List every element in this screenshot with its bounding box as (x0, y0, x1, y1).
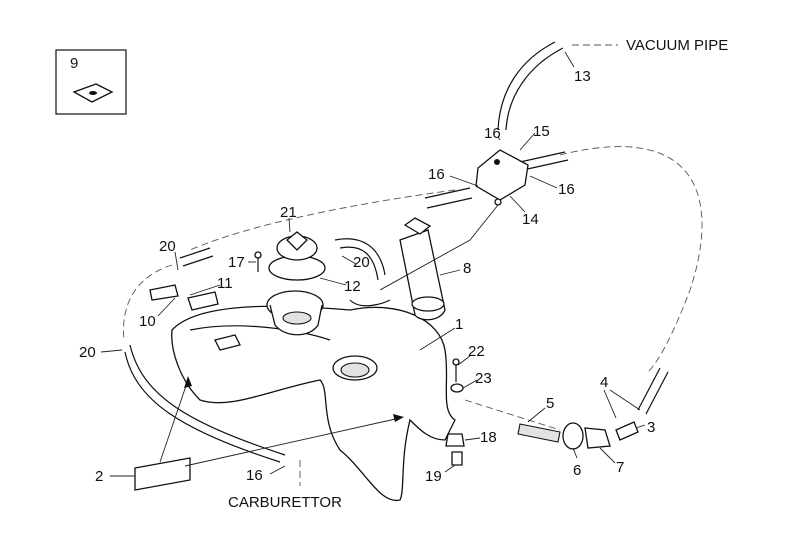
part-label-12: 12 (344, 278, 361, 295)
part-label-1: 1 (455, 316, 463, 333)
part-label-4: 4 (600, 374, 608, 391)
leader-lines (100, 51, 646, 477)
part-label-20: 20 (159, 238, 176, 255)
inset-clip-part-9: 9 (55, 49, 127, 115)
part-label-16: 16 (484, 125, 501, 142)
part-label-23: 23 (475, 370, 492, 387)
part-label-11: 11 (217, 275, 233, 292)
arrows-part-2 (159, 376, 404, 467)
part-label-20: 20 (353, 254, 370, 271)
part-label-21: 21 (280, 204, 297, 221)
part-label-18: 18 (480, 429, 497, 446)
part-label-8: 8 (463, 260, 471, 277)
part-label-17: 17 (228, 254, 245, 271)
part-label-16: 16 (428, 166, 445, 183)
filler-cap-part-21 (266, 231, 326, 336)
part-label-19: 19 (425, 468, 442, 485)
fuel-tank-part-1 (171, 299, 456, 502)
part-label-13: 13 (574, 68, 591, 85)
vacuum-valve-part-14 (379, 149, 529, 291)
part-label-15: 15 (533, 123, 550, 140)
part-label-5: 5 (546, 395, 554, 412)
fuel-tap-parts-5-6-7 (517, 421, 639, 450)
part-label-6: 6 (573, 462, 581, 479)
part-label-16: 16 (246, 467, 263, 484)
part-label-10: 10 (139, 313, 156, 330)
part-label-14: 14 (522, 211, 539, 228)
part-label-20: 20 (79, 344, 96, 361)
hoses (124, 41, 669, 463)
small-fittings (134, 251, 465, 491)
part-number-labels: VACUUM PIPE CARBURETTOR 13 16 15 16 16 1… (79, 37, 728, 511)
part-label-3: 3 (647, 419, 655, 436)
part-label-22: 22 (468, 343, 485, 360)
part-label-9: 9 (70, 55, 78, 72)
carburettor-label: CARBURETTOR (228, 494, 342, 511)
dashed-routing-lines (123, 44, 703, 486)
vacuum-pipe-label: VACUUM PIPE (626, 37, 728, 54)
fuel-level-sender-part-8 (399, 217, 446, 321)
part-label-2: 2 (95, 468, 103, 485)
part-label-7: 7 (616, 459, 624, 476)
part-label-16: 16 (558, 181, 575, 198)
